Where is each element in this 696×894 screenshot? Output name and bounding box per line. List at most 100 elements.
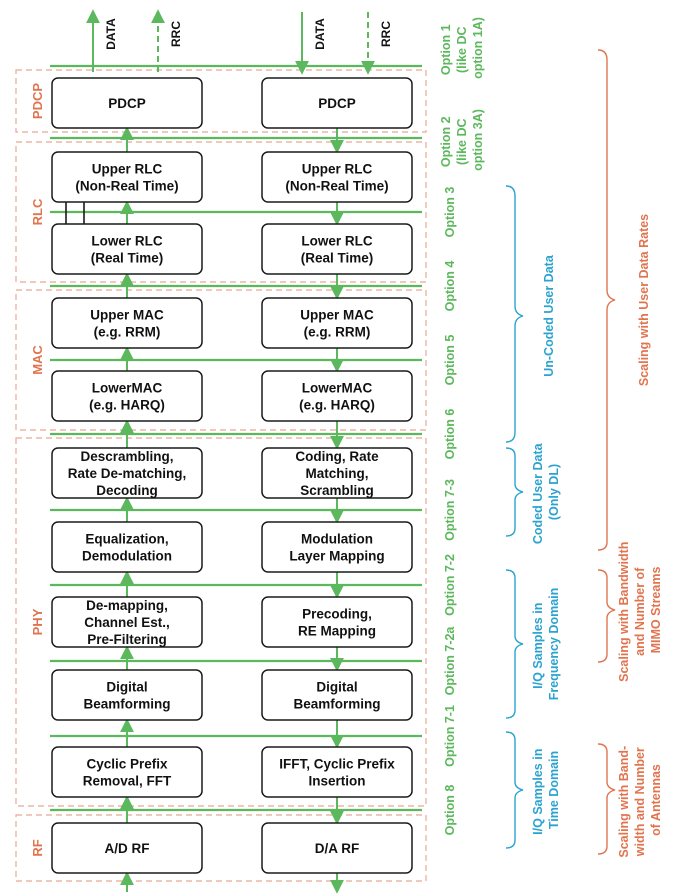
layer-box-rlc <box>15 141 427 283</box>
block-right-4: LowerMAC(e.g. HARQ) <box>261 370 413 422</box>
option-3-label: Option 3 <box>443 187 457 238</box>
bracket-scaling-antennas <box>597 743 616 855</box>
blue-bracket-labels: Un-Coded User Data Coded User Data (Only… <box>531 254 561 835</box>
block-frame <box>51 447 203 499</box>
layer-box-mac <box>15 289 427 431</box>
option-7-2-label: Option 7-2 <box>443 554 457 616</box>
block-text-line: Upper MAC <box>300 308 374 323</box>
block-text-line: Lower RLC <box>91 234 163 249</box>
option-2-line-1: Option 2 <box>439 116 453 167</box>
uncoded-label: Un-Coded User Data <box>542 254 556 377</box>
bracket-iq-freq <box>505 569 524 719</box>
block-text-line: Pre-Filtering <box>87 632 167 647</box>
block-frame <box>261 77 413 129</box>
layer-boxes <box>15 69 427 882</box>
scaling-antennas-line-2: width and Number <box>633 747 647 857</box>
option-7-1-label: Option 7-1 <box>443 705 457 767</box>
block-text-line: Digital <box>106 680 147 695</box>
block-left-4: LowerMAC(e.g. HARQ) <box>51 370 203 422</box>
scaling-bw-line-2: and Number of <box>633 567 647 656</box>
block-frame <box>261 822 413 874</box>
block-text-line: A/D RF <box>105 841 150 856</box>
option-7-2a-label: Option 7-2a <box>443 626 457 696</box>
block-text-line: Decoding <box>96 483 158 498</box>
block-text-line: PDCP <box>318 96 356 111</box>
block-frame <box>261 151 413 203</box>
block-text-line: (e.g. RRM) <box>94 325 161 340</box>
block-text-line: Coding, Rate <box>295 449 379 464</box>
block-text-line: (e.g. RRM) <box>304 325 371 340</box>
block-text-line: LowerMAC <box>92 381 163 396</box>
block-text-line: (e.g. HARQ) <box>299 398 375 413</box>
coded-line-2: (Only DL) <box>547 464 561 520</box>
left-rrc-label: RRC <box>169 21 183 47</box>
block-text-line: De-mapping, <box>86 598 168 613</box>
iq-time-line-2: Time Domain <box>547 751 561 829</box>
block-text-line: (Real Time) <box>91 251 164 266</box>
block-frame <box>261 596 413 648</box>
iq-time-line-1: I/Q Samples in <box>531 749 545 835</box>
layer-label-rf: RF <box>30 839 45 856</box>
option-2-line-3: option 3A) <box>471 109 485 171</box>
block-text-line: IFFT, Cyclic Prefix <box>279 757 395 772</box>
block-text-line: Scrambling <box>300 483 374 498</box>
split-lines <box>50 64 422 812</box>
block-left-7: De-mapping, Channel Est., Pre-Filtering <box>51 596 203 648</box>
block-text-line: Beamforming <box>83 697 170 712</box>
scaling-antennas-line-3: of Antennas <box>649 764 663 836</box>
layer-label-mac: MAC <box>30 345 45 375</box>
block-frame <box>51 151 203 203</box>
block-frame <box>51 746 203 798</box>
option-1-line-1: Option 1 <box>439 24 453 75</box>
block-right-10: D/A RF <box>261 822 413 874</box>
layer-box-phy <box>15 437 427 807</box>
block-frame <box>51 223 203 275</box>
rlc-connectors <box>65 200 85 224</box>
block-frame <box>51 370 203 422</box>
orange-brackets <box>597 49 616 855</box>
scaling-bw-label: Scaling with Bandwidth and Number of MIM… <box>617 538 663 682</box>
scaling-bw-line-1: Scaling with Bandwidth <box>617 542 631 682</box>
bracket-coded <box>505 447 524 537</box>
block-frame <box>51 596 203 648</box>
block-text-line: Removal, FFT <box>83 774 172 789</box>
block-text-line: (Non-Real Time) <box>75 179 178 194</box>
block-text-line: Digital <box>316 680 357 695</box>
block-frame <box>261 223 413 275</box>
block-frame <box>51 521 203 573</box>
option-8-label: Option 8 <box>443 785 457 836</box>
coded-line-1: Coded User Data <box>531 442 545 544</box>
block-left-5: Descrambling,Rate De-matching,Decoding <box>51 447 203 499</box>
layer-box-pdcp <box>15 69 427 133</box>
option-7-3-label: Option 7-3 <box>443 479 457 541</box>
option-2-line-2: (like DC <box>455 118 469 165</box>
block-text-line: Upper RLC <box>92 162 163 177</box>
block-frame <box>261 297 413 349</box>
bracket-uncoded <box>505 185 524 443</box>
orange-bracket-labels: Scaling with User Data Rates Scaling wit… <box>617 214 663 858</box>
layer-box-rf <box>15 814 427 882</box>
block-text-line: (Non-Real Time) <box>285 179 388 194</box>
block-right-7: Precoding,RE Mapping <box>261 596 413 648</box>
block-frame <box>51 77 203 129</box>
block-text-line: Upper MAC <box>90 308 164 323</box>
block-frame <box>51 669 203 721</box>
block-text-line: Channel Est., <box>84 615 170 630</box>
block-text-line: Beamforming <box>293 697 380 712</box>
block-right-2: Lower RLC(Real Time) <box>261 223 413 275</box>
option-1-line-2: (like DC <box>455 26 469 73</box>
top-io: DATA RRC DATA RRC <box>86 9 393 75</box>
right-rrc-label: RRC <box>379 21 393 47</box>
block-text-line: Matching, <box>306 466 369 481</box>
scaling-bw-line-3: MIMO Streams <box>649 567 663 654</box>
block-text-line: PDCP <box>108 96 146 111</box>
block-frame <box>261 447 413 499</box>
blue-brackets <box>505 185 524 849</box>
block-text-line: Lower RLC <box>301 234 373 249</box>
block-text-line: RE Mapping <box>298 624 376 639</box>
block-frame <box>261 521 413 573</box>
block-frame <box>261 746 413 798</box>
